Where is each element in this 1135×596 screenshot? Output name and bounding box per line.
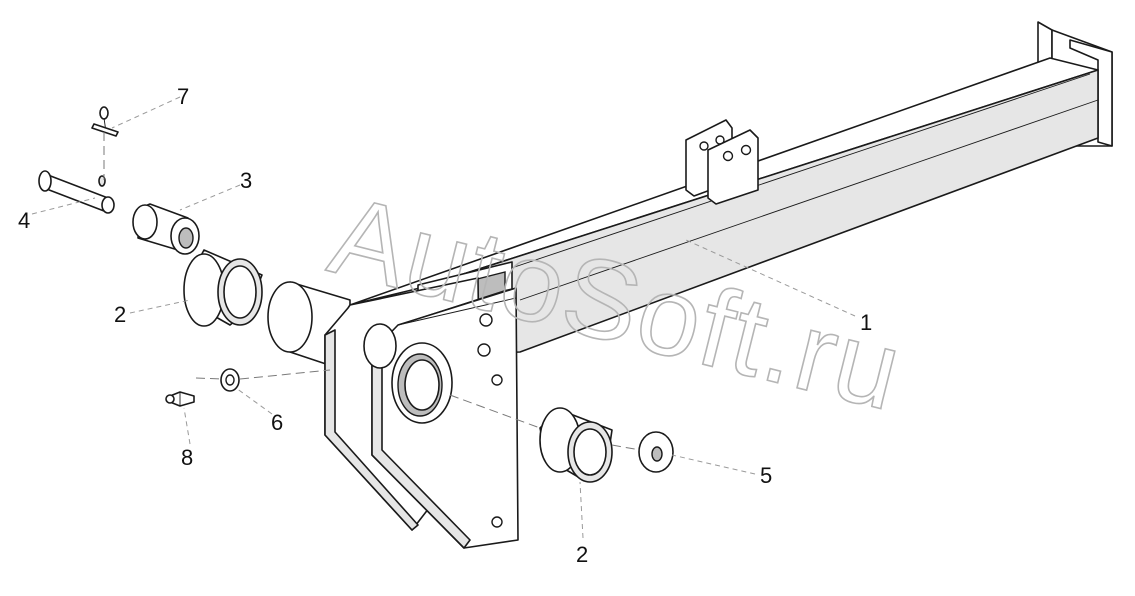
beam-assembly: [267, 21, 1113, 549]
callout-labels: 1 2 2 3 4 5 6 7 8: [18, 84, 872, 567]
washer-large: [638, 431, 674, 473]
callout-4: 4: [18, 208, 30, 233]
assembly-axes: [103, 132, 641, 451]
mounting-lugs: [685, 119, 759, 205]
callout-3: 3: [240, 168, 252, 193]
cotter-pin: [91, 106, 119, 137]
callout-7: 7: [177, 84, 189, 109]
callout-2-upper: 2: [114, 302, 126, 327]
leader-lines: [31, 96, 856, 539]
sleeve: [132, 203, 200, 255]
callout-6: 6: [271, 410, 283, 435]
pin: [38, 170, 115, 214]
callout-8: 8: [181, 445, 193, 470]
callout-5: 5: [760, 463, 772, 488]
callout-2-lower: 2: [576, 542, 588, 567]
bushing-upper: [183, 249, 263, 327]
callout-1: 1: [860, 310, 872, 335]
washer-small: [220, 368, 240, 392]
grease-fitting: [165, 391, 195, 407]
bushing-lower: [539, 407, 613, 483]
